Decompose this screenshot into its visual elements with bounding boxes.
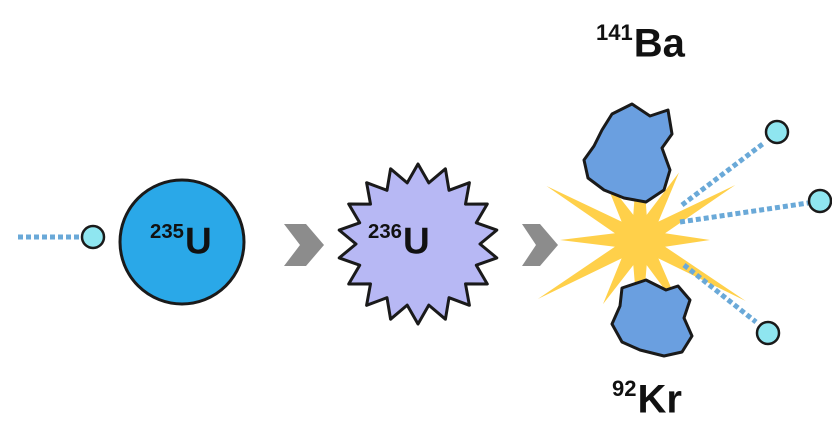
emitted-neutron-icon [764, 119, 790, 145]
u236-symbol: U [402, 220, 430, 262]
krypton-mass-number: 92 [612, 376, 637, 401]
u236-mass-number: 236 [368, 221, 402, 243]
krypton-label: 92Kr [612, 378, 682, 420]
emitted-neutron-icon [755, 320, 781, 346]
barium-mass-number: 141 [596, 20, 633, 45]
process-arrow-icon [284, 224, 324, 266]
process-arrow-icon [522, 224, 558, 266]
krypton-fragment [610, 278, 694, 358]
barium-fragment [582, 102, 674, 204]
u236-label: 236U [368, 222, 430, 259]
fission-burst-icon [537, 122, 746, 344]
incoming-neutron [18, 224, 106, 250]
incoming-neutron-icon [80, 224, 106, 250]
neutron-trail-lower [682, 263, 758, 324]
u235-label: 235U [150, 222, 212, 259]
u235-mass-number: 235 [150, 221, 184, 243]
u236-nucleus [337, 162, 499, 326]
emitted-neutron-icon [807, 188, 832, 214]
emitted-neutrons [679, 119, 832, 346]
barium-symbol: Ba [633, 21, 685, 66]
neutron-trail-middle [679, 200, 809, 225]
krypton-symbol: Kr [637, 377, 682, 422]
u235-nucleus [118, 178, 246, 306]
barium-label: 141Ba [596, 22, 685, 64]
u235-symbol: U [184, 220, 212, 262]
neutron-trail-upper [680, 141, 766, 207]
